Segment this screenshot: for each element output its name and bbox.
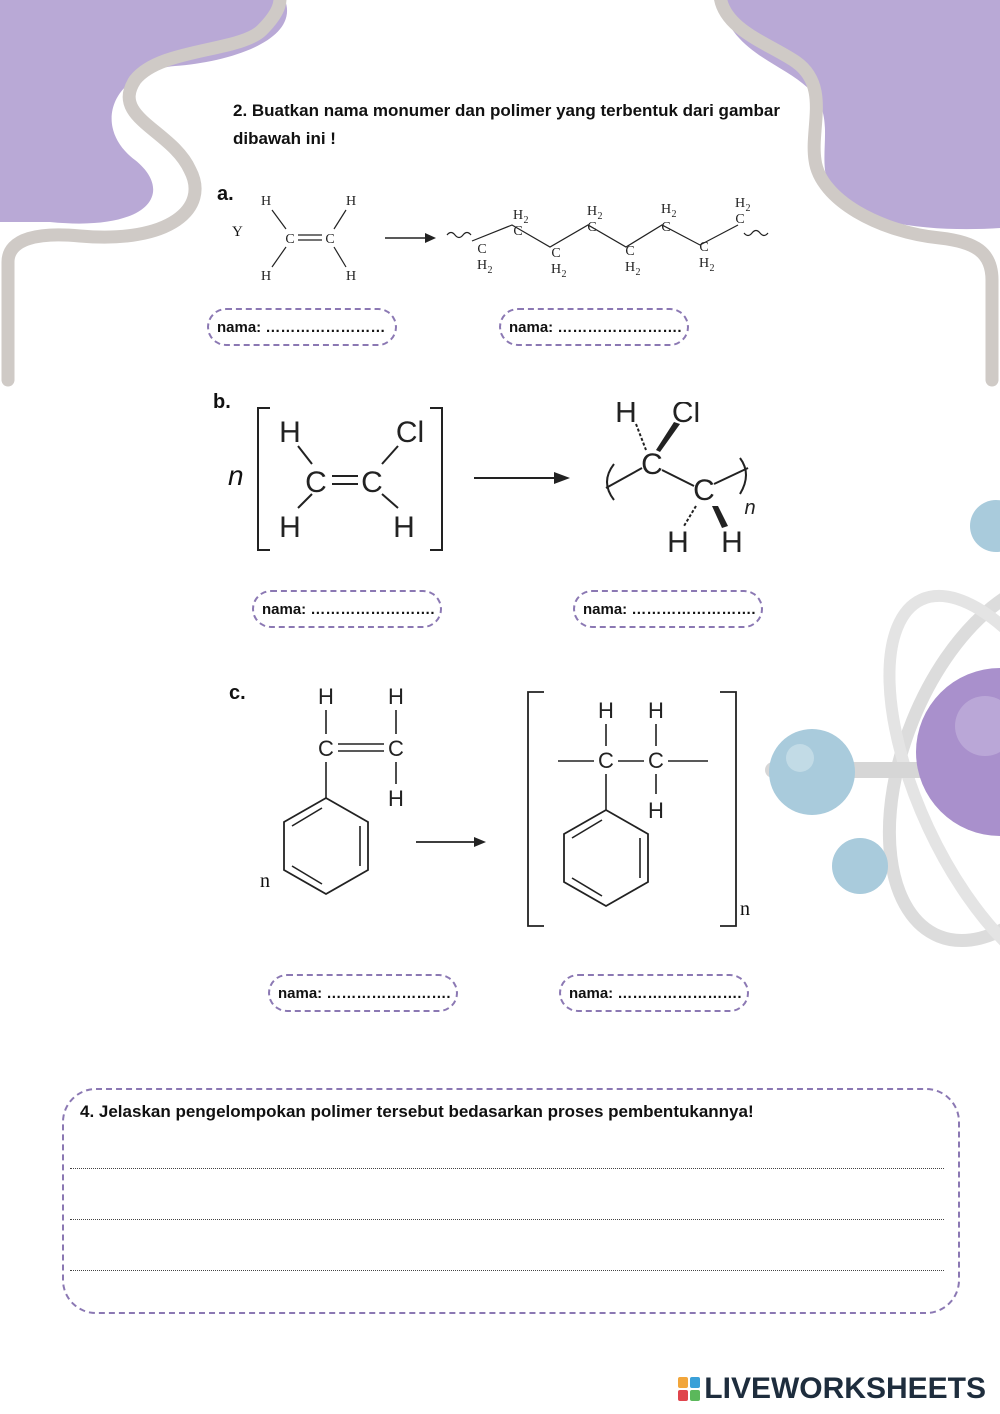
- item-c-reaction-diagram: H H C C H H H C C H: [283, 684, 737, 927]
- svg-text:C: C: [699, 240, 708, 255]
- atom-model-illustration: [765, 500, 1000, 991]
- svg-text:C: C: [661, 220, 670, 235]
- svg-text:C: C: [513, 224, 522, 239]
- svg-text:C: C: [325, 232, 334, 247]
- svg-text:2: 2: [488, 265, 493, 276]
- liveworksheets-brand: LIVEWORKSHEETS: [678, 1372, 986, 1406]
- svg-text:n: n: [744, 497, 755, 519]
- svg-text:2: 2: [598, 211, 603, 222]
- question-4-answer-box[interactable]: 4. Jelaskan pengelompokan polimer terseb…: [62, 1088, 960, 1314]
- item-a-letter: a.: [217, 183, 234, 205]
- svg-text:C: C: [625, 244, 634, 259]
- item-c-polymer-name-field[interactable]: nama: …………………….: [559, 974, 749, 1012]
- svg-text:2: 2: [524, 215, 529, 226]
- svg-text:C: C: [598, 748, 614, 773]
- svg-text:C: C: [693, 474, 715, 507]
- svg-text:H: H: [477, 258, 487, 273]
- svg-text:2: 2: [710, 263, 715, 274]
- svg-text:2: 2: [636, 267, 641, 278]
- svg-text:H: H: [261, 269, 271, 284]
- svg-text:2: 2: [746, 203, 751, 214]
- item-b-polymer-name-field[interactable]: nama: …………………….: [573, 590, 763, 628]
- answer-line-2[interactable]: [70, 1219, 944, 1220]
- answer-line-3[interactable]: [70, 1270, 944, 1271]
- brand-text: LIVEWORKSHEETS: [704, 1372, 986, 1405]
- svg-text:C: C: [318, 736, 334, 761]
- svg-text:2: 2: [562, 269, 567, 280]
- svg-text:C: C: [305, 466, 327, 499]
- svg-text:H: H: [661, 202, 671, 217]
- svg-text:H: H: [279, 511, 301, 544]
- item-a-y-label: Y: [232, 224, 243, 240]
- item-a-polymer-name-field[interactable]: nama: …………………….: [499, 308, 689, 346]
- svg-text:H: H: [699, 256, 709, 271]
- svg-text:H: H: [735, 196, 745, 211]
- svg-text:H: H: [625, 260, 635, 275]
- svg-text:C: C: [388, 736, 404, 761]
- svg-text:H: H: [261, 194, 271, 209]
- liveworksheets-logo-icon: [678, 1377, 701, 1401]
- svg-text:H: H: [346, 194, 356, 209]
- svg-text:Cl: Cl: [396, 416, 424, 449]
- svg-text:C: C: [648, 748, 664, 773]
- item-a-monomer-name-field[interactable]: nama: ……………………: [207, 308, 397, 346]
- svg-text:C: C: [361, 466, 383, 499]
- svg-text:H: H: [587, 204, 597, 219]
- svg-text:H: H: [615, 402, 637, 429]
- svg-text:H: H: [721, 526, 743, 559]
- svg-text:H: H: [393, 511, 415, 544]
- svg-text:C: C: [285, 232, 294, 247]
- item-c-monomer-name-field[interactable]: nama: …………………….: [268, 974, 458, 1012]
- svg-text:C: C: [587, 220, 596, 235]
- svg-text:H: H: [279, 416, 301, 449]
- answer-line-1[interactable]: [70, 1168, 944, 1169]
- item-c-subscript-n: n: [740, 898, 750, 920]
- item-b-letter: b.: [213, 391, 231, 413]
- svg-text:H: H: [346, 269, 356, 284]
- svg-text:H: H: [598, 698, 614, 723]
- question-4-text: 4. Jelaskan pengelompokan polimer terseb…: [80, 1102, 754, 1121]
- svg-text:H: H: [388, 684, 404, 709]
- svg-text:H: H: [513, 208, 523, 223]
- lavender-blob-left: [0, 0, 288, 224]
- question-2-text: 2. Buatkan nama monumer dan polimer yang…: [233, 101, 780, 148]
- item-c-letter: c.: [229, 682, 246, 704]
- svg-text:H: H: [318, 684, 334, 709]
- item-c-coefficient: n: [260, 870, 270, 892]
- svg-text:C: C: [641, 448, 663, 481]
- svg-text:C: C: [551, 246, 560, 261]
- svg-text:H: H: [667, 526, 689, 559]
- svg-text:H: H: [388, 786, 404, 811]
- gray-frame-border: [1, 0, 999, 387]
- item-b-coefficient: n: [228, 460, 244, 491]
- svg-text:C: C: [477, 242, 486, 257]
- svg-text:H: H: [648, 698, 664, 723]
- svg-text:H: H: [551, 262, 561, 277]
- svg-text:H: H: [648, 798, 664, 823]
- item-b-monomer-name-field[interactable]: nama: …………………….: [252, 590, 442, 628]
- svg-text:2: 2: [672, 209, 677, 220]
- svg-text:C: C: [735, 212, 744, 227]
